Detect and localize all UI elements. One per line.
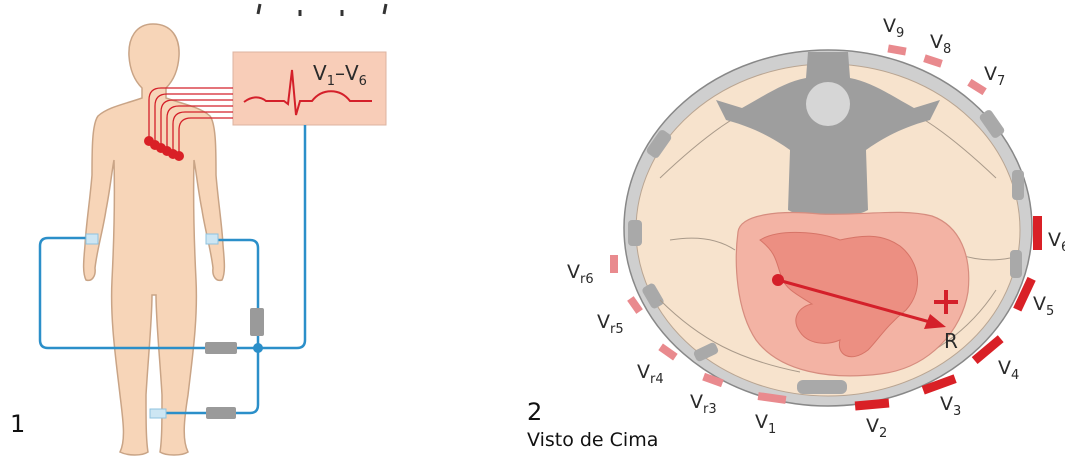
pad-v6 [1033,216,1042,250]
label-v8: V8 [930,31,951,57]
panel-1-number: 1 [10,410,25,438]
heart-vector-origin [772,274,784,286]
pad-vr6 [610,255,618,273]
label-v3: V3 [940,393,961,419]
cropped-top-fragment [258,4,386,16]
panel-2-caption: Visto de Cima [527,429,658,451]
label-vr4: Vr4 [637,361,664,387]
left-wrist-band [206,234,218,244]
panel-2: R V9 V8 V7 V6 V5 V4 V3 V2 V1 [527,15,1065,451]
label-v5: V5 [1033,293,1054,319]
panel-1: V1–V6 [10,4,386,455]
rib [797,380,847,394]
spinal-canal [806,82,850,126]
vector-label: R [944,329,958,353]
rib [1012,170,1024,200]
connector [205,342,237,354]
panel-2-number: 2 [527,398,542,426]
label-vr3: Vr3 [690,391,717,417]
right-wrist-band [86,234,98,244]
ankle-band [150,409,166,418]
connector [206,407,236,419]
label-v6: V6 [1048,229,1065,255]
label-v1: V1 [755,411,776,437]
pad-v9 [887,44,906,55]
chest-electrode [174,151,184,161]
label-vr6: Vr6 [567,261,594,287]
pad-v8 [923,54,943,67]
cable-junction [253,343,263,353]
label-v7: V7 [984,63,1005,89]
label-v2: V2 [866,415,887,441]
label-v9: V9 [883,15,904,41]
rib [1010,250,1022,278]
rib [628,220,642,246]
connector [250,308,264,336]
label-vr5: Vr5 [597,311,624,337]
label-v4: V4 [998,357,1019,383]
cable-connectors [205,308,264,419]
